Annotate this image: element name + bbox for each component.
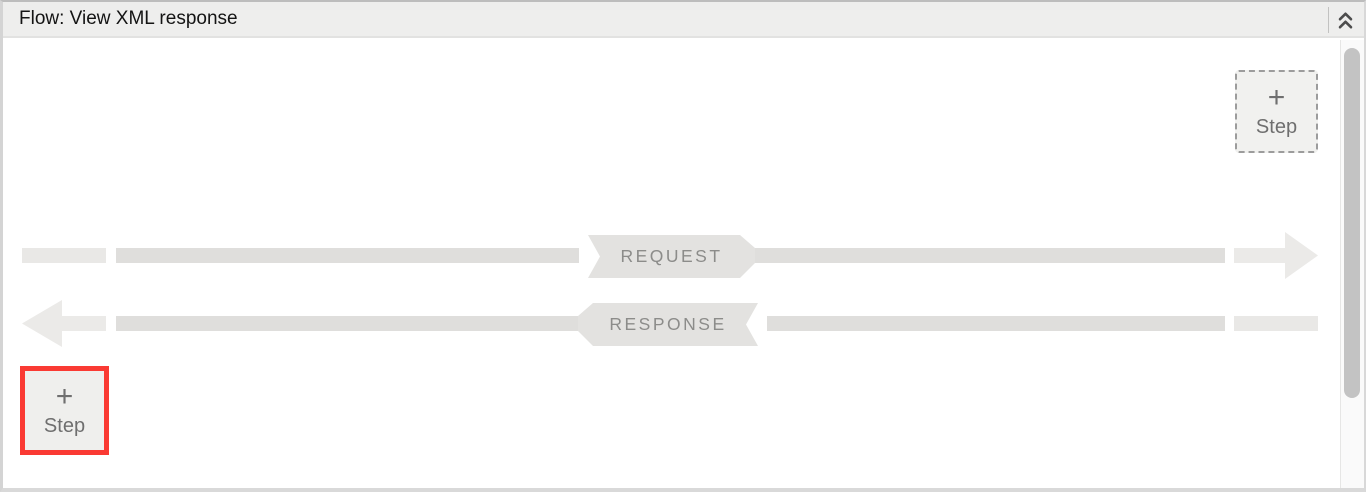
add-step-button-response[interactable]: + Step (25, 371, 104, 450)
plus-icon: + (1267, 80, 1286, 114)
request-line-right (755, 248, 1225, 263)
response-line-end-segment (1234, 316, 1318, 331)
response-line-left (116, 316, 578, 331)
flow-title: Flow: View XML response (19, 8, 238, 29)
add-step-button-request[interactable]: + Step (1235, 70, 1318, 153)
add-step-label: Step (1255, 115, 1298, 138)
scrollbar-thumb[interactable] (1344, 48, 1360, 398)
chevrons-up-icon (1338, 12, 1353, 28)
request-line-start-segment (22, 248, 106, 263)
response-line-right (767, 316, 1225, 331)
vertical-scrollbar[interactable] (1340, 40, 1364, 488)
response-banner: RESPONSE (578, 303, 758, 346)
request-banner: REQUEST (588, 235, 755, 278)
flow-header: Flow: View XML response (3, 2, 1364, 38)
highlight-annotation-box: + Step (20, 366, 109, 455)
add-step-label: Step (43, 414, 86, 437)
request-line-left (116, 248, 579, 263)
collapse-panel-button[interactable] (1328, 7, 1362, 33)
request-banner-label: REQUEST (620, 246, 723, 266)
response-banner-label: RESPONSE (609, 314, 727, 334)
plus-icon: + (55, 379, 74, 413)
